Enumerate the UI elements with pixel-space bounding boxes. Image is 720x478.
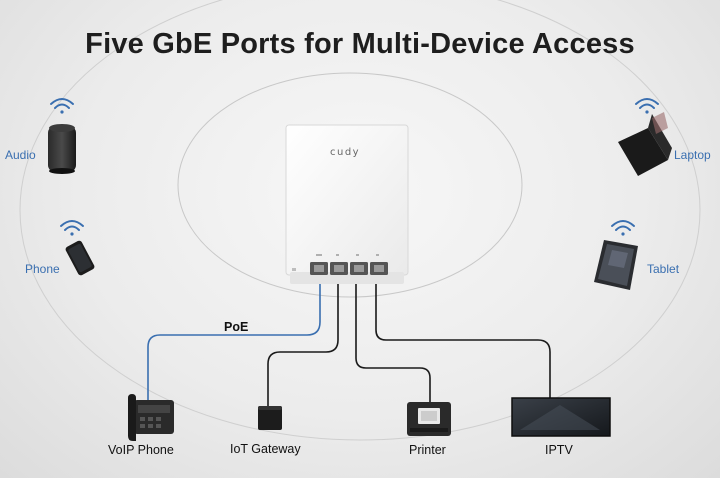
label-iptv: IPTV (545, 443, 573, 457)
smart-speaker-icon (48, 124, 76, 174)
voip-phone-icon (128, 394, 174, 441)
brand-logo: cudy (330, 147, 361, 158)
phone-icon (65, 240, 95, 276)
wifi-icon (635, 98, 659, 114)
printer-icon (407, 402, 451, 436)
inner-orbit (177, 72, 523, 298)
cable-iot-gateway (267, 275, 339, 410)
poe-cable (147, 275, 321, 400)
label-voip-phone: VoIP Phone (108, 443, 174, 457)
label-tablet: Tablet (647, 262, 680, 276)
wifi-icon (60, 220, 84, 236)
wifi-icon (50, 98, 74, 114)
access-point-icon (285, 124, 409, 284)
label-phone: Phone (25, 262, 60, 276)
laptop-icon (618, 112, 672, 176)
outer-orbit (19, 0, 701, 441)
label-laptop: Laptop (674, 148, 711, 162)
label-poe: PoE (224, 320, 249, 334)
cable-iptv (375, 275, 551, 400)
tablet-icon (594, 240, 638, 290)
label-audio: Audio (5, 148, 36, 162)
iot-gateway-icon (258, 406, 282, 430)
tv-icon (511, 397, 611, 437)
page-title: Five GbE Ports for Multi-Device Access (85, 28, 635, 60)
cable-printer (355, 275, 431, 405)
label-iot-gateway: IoT Gateway (230, 442, 301, 456)
label-printer: Printer (409, 443, 446, 457)
wifi-icon (611, 220, 635, 236)
